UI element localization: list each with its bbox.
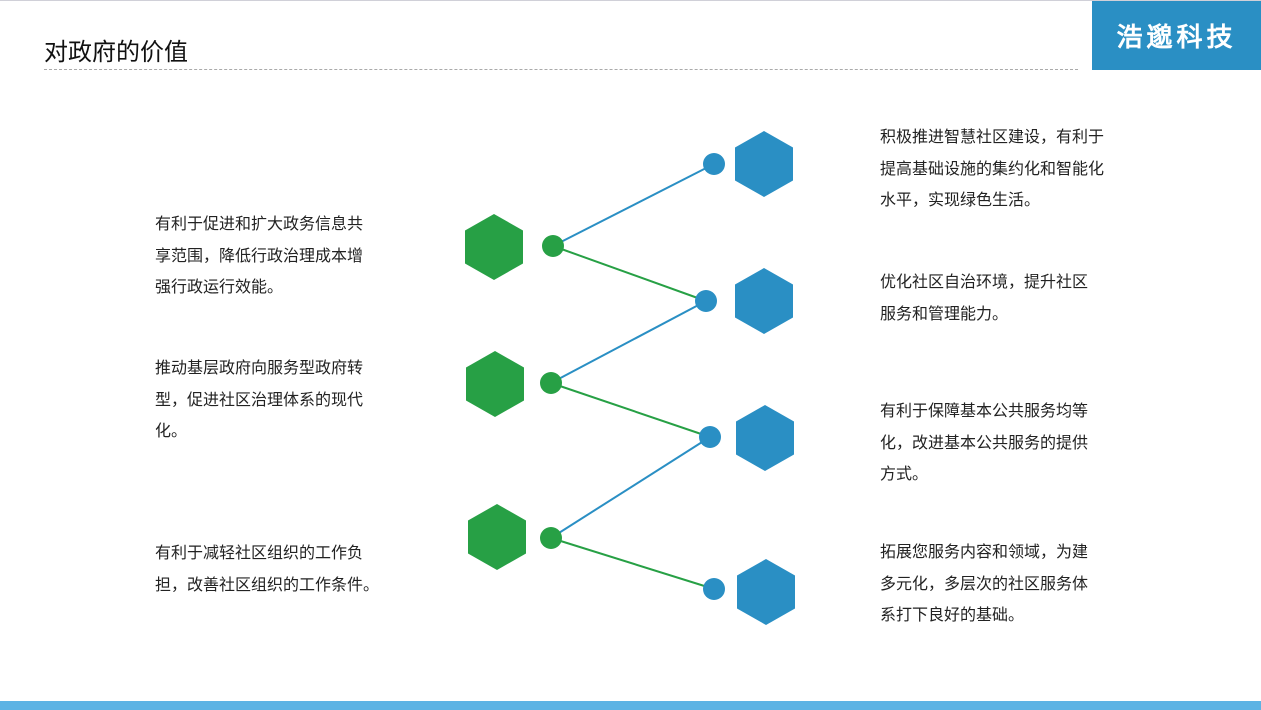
right-item-3: 有利于保障基本公共服务均等 化，改进基本公共服务的提供 方式。 bbox=[880, 395, 1088, 490]
text-line: 享范围，降低行政治理成本增 bbox=[155, 245, 364, 265]
node-dot-blue bbox=[703, 578, 725, 600]
node-dot-green bbox=[540, 527, 562, 549]
right-item-2: 优化社区自治环境，提升社区 服务和管理能力。 bbox=[880, 266, 1088, 329]
text-line: 有利于减轻社区组织的工作负 bbox=[155, 543, 364, 562]
left-item-3: 有利于减轻社区组织的工作负 担，改善社区组织的工作条件。 bbox=[155, 537, 379, 600]
text-line: 担，改善社区组织的工作条件。 bbox=[155, 574, 380, 594]
right-item-1: 积极推进智慧社区建设，有利于 提高基础设施的集约化和智能化 水平，实现绿色生活。 bbox=[880, 121, 1104, 216]
title-divider bbox=[44, 69, 1078, 70]
hexagon-green-icon bbox=[465, 214, 523, 280]
node-dot-green bbox=[542, 235, 564, 257]
text-line: 提高基础设施的集约化和智能化 bbox=[880, 158, 1105, 178]
text-line: 优化社区自治环境，提升社区 bbox=[880, 272, 1089, 291]
page-title: 对政府的价值 bbox=[44, 38, 188, 66]
node-dot-blue bbox=[699, 426, 721, 448]
text-line: 强行政运行效能。 bbox=[155, 277, 284, 296]
text-line: 有利于保障基本公共服务均等 bbox=[880, 401, 1089, 420]
text-line: 服务和管理能力。 bbox=[880, 303, 1009, 323]
text-line: 水平，实现绿色生活。 bbox=[880, 190, 1041, 209]
node-dot-blue bbox=[703, 153, 725, 175]
right-item-4: 拓展您服务内容和领域，为建 多元化，多层次的社区服务体 系打下良好的基础。 bbox=[880, 536, 1088, 631]
node-dot-green bbox=[540, 372, 562, 394]
connector-line-blue bbox=[552, 163, 715, 247]
company-logo: 浩邈科技 bbox=[1092, 1, 1261, 70]
top-border bbox=[0, 0, 1261, 1]
text-line: 多元化，多层次的社区服务体 bbox=[880, 573, 1089, 593]
hexagon-blue-icon bbox=[735, 131, 793, 197]
connector-line-green bbox=[550, 537, 715, 590]
connector-line-green bbox=[552, 245, 707, 302]
hexagon-blue-icon bbox=[737, 559, 795, 625]
hexagon-blue-icon bbox=[735, 268, 793, 334]
text-line: 推动基层政府向服务型政府转 bbox=[155, 358, 364, 377]
text-line: 积极推进智慧社区建设，有利于 bbox=[880, 127, 1105, 146]
bottom-bar bbox=[0, 701, 1261, 710]
hexagon-blue-icon bbox=[736, 405, 794, 471]
text-line: 型，促进社区治理体系的现代 bbox=[155, 389, 364, 409]
connector-line-blue bbox=[550, 300, 707, 384]
left-item-2: 推动基层政府向服务型政府转 型，促进社区治理体系的现代 化。 bbox=[155, 352, 363, 447]
text-line: 拓展您服务内容和领域，为建 bbox=[880, 542, 1089, 561]
hexagon-green-icon bbox=[468, 504, 526, 570]
text-line: 化，改进基本公共服务的提供 bbox=[880, 432, 1089, 452]
text-line: 有利于促进和扩大政务信息共 bbox=[155, 214, 364, 233]
connector-line-green bbox=[550, 382, 711, 438]
connector-line-blue bbox=[550, 436, 711, 539]
text-line: 化。 bbox=[155, 421, 188, 440]
node-dot-blue bbox=[695, 290, 717, 312]
hexagon-green-icon bbox=[466, 351, 524, 417]
text-line: 方式。 bbox=[880, 464, 929, 483]
left-item-1: 有利于促进和扩大政务信息共 享范围，降低行政治理成本增 强行政运行效能。 bbox=[155, 208, 363, 303]
text-line: 系打下良好的基础。 bbox=[880, 605, 1025, 624]
